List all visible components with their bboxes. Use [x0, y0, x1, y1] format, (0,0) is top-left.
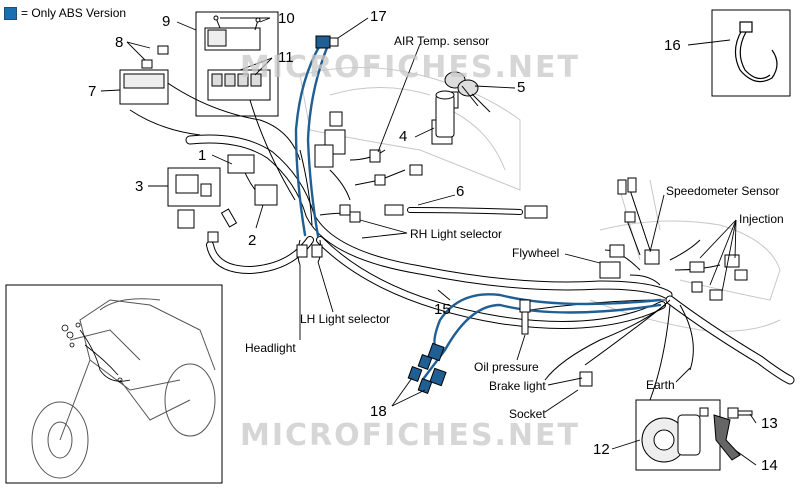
relay-3-small	[200, 183, 212, 197]
part-number-4: 4	[399, 128, 408, 145]
connectors	[119, 35, 748, 419]
part-number-12: 12	[593, 441, 610, 458]
part-number-1: 1	[198, 147, 207, 164]
watermark: MICROFICHES.NET	[240, 418, 580, 453]
part-number-18: 18	[370, 403, 387, 420]
part-number-15: 15	[434, 301, 451, 318]
watermark: MICROFICHES.NET	[240, 50, 580, 85]
legend: = Only ABS Version	[4, 6, 126, 20]
relay-3	[175, 174, 199, 194]
part-number-8: 8	[115, 34, 124, 51]
cable-tie-16	[734, 21, 778, 83]
part-number-6: 6	[456, 183, 465, 200]
part-number-5: 5	[517, 79, 526, 96]
part-number-13: 13	[761, 415, 778, 432]
background-sketch	[299, 67, 781, 332]
label-lh-light-selector: LH Light selector	[300, 312, 391, 326]
fuse-block-11	[207, 69, 271, 101]
label-air-temp-sensor: AIR Temp. sensor	[394, 34, 490, 48]
part-number-14: 14	[761, 457, 778, 474]
main-harness	[185, 134, 795, 385]
bolt-13	[727, 407, 753, 419]
keys-5	[444, 71, 491, 113]
fuse-holder-10	[204, 15, 261, 51]
part-number-11: 11	[278, 49, 294, 66]
label-rh-light-selector: RH Light selector	[410, 227, 503, 241]
part-number-17: 17	[370, 8, 387, 25]
label-earth: Earth	[646, 378, 675, 392]
label-injection: Injection	[739, 212, 784, 226]
part-number-7: 7	[88, 83, 97, 100]
part-number-3: 3	[135, 178, 144, 195]
legend-text: = Only ABS Version	[21, 6, 127, 20]
horn-12	[641, 414, 701, 463]
label-speedometer-sensor: Speedometer Sensor	[666, 184, 780, 198]
label-brake-light: Brake light	[489, 379, 546, 393]
inset-wiring	[61, 322, 131, 383]
leader-lines	[100, 17, 757, 466]
abs-connectors-18	[407, 342, 447, 394]
label-headlight: Headlight	[245, 341, 296, 355]
abs-cables	[294, 43, 662, 380]
part-number-16: 16	[664, 37, 681, 54]
part-number-2: 2	[248, 232, 257, 249]
bracket-14	[699, 407, 741, 461]
inset-motorcycle	[31, 298, 216, 479]
label-socket: Socket	[509, 407, 546, 421]
legend-swatch	[4, 6, 17, 20]
part-number-10: 10	[278, 10, 295, 27]
label-oil-pressure: Oil pressure	[474, 360, 539, 374]
ignition-switch-4	[435, 90, 455, 138]
inset-frame	[5, 284, 223, 484]
label-flywheel: Flywheel	[512, 246, 560, 260]
part-number-9: 9	[162, 13, 171, 30]
